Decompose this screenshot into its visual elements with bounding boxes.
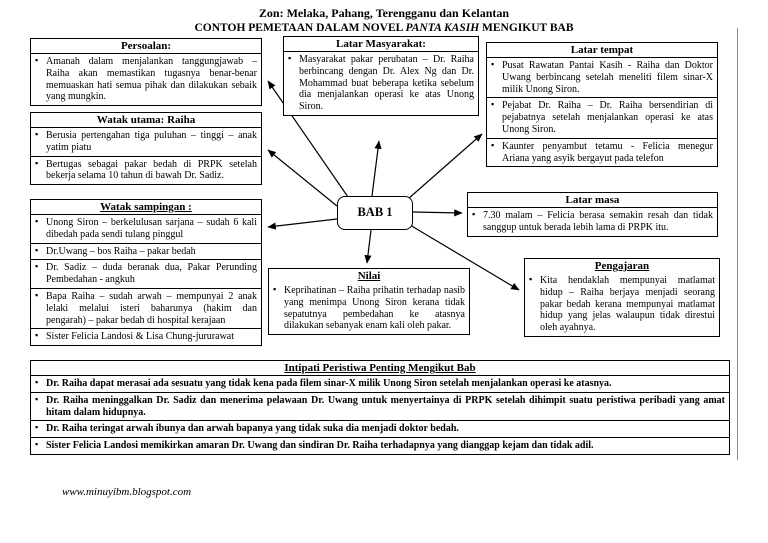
intipati-item: Dr. Raiha dapat merasai ada sesuatu yang… — [31, 376, 729, 392]
watak-utama-box: Watak utama: Raiha Berusia pertengahan t… — [30, 112, 262, 186]
latar-masyarakat-item: Masyarakat pakar perubatan – Dr. Raiha b… — [284, 52, 478, 115]
page-header: Zon: Melaka, Pahang, Terengganu dan Kela… — [0, 6, 768, 34]
latar-masa-title: Latar masa — [468, 193, 717, 208]
nilai-title: Nilai — [357, 270, 381, 282]
persoalan-box: Persoalan: Amanah dalam menjalankan tang… — [30, 38, 262, 107]
latar-tempat-item: Kaunter penyambut tetamu - Felicia meneg… — [487, 137, 717, 167]
persoalan-title: Persoalan: — [31, 39, 261, 54]
intipati-item: Sister Felicia Landosi memikirkan amaran… — [31, 437, 729, 454]
title-suffix: MENGIKUT BAB — [479, 22, 574, 34]
pengajaran-item: Kita hendaklah mempunyai matlamat hidup … — [525, 273, 719, 336]
watak-sampingan-box: Watak sampingan : Unong Siron – berkelul… — [30, 199, 262, 347]
intipati-box: Intipati Peristiwa Penting Mengikut Bab … — [30, 360, 730, 455]
scan-edge-line — [737, 28, 738, 460]
latar-masyarakat-box: Latar Masyarakat: Masyarakat pakar perub… — [283, 36, 479, 116]
nilai-item: Keprihatinan – Raiha prihatin terhadap n… — [269, 283, 469, 334]
latar-tempat-item: Pejabat Dr. Raiha – Dr. Raiha bersendiri… — [487, 97, 717, 137]
watak-sampingan-title: Watak sampingan : — [31, 200, 261, 215]
intipati-item: Dr. Raiha meninggalkan Dr. Sadiz dan men… — [31, 391, 729, 421]
watak-utama-item: Bertugas sebagai pakar bedah di PRPK set… — [31, 155, 261, 185]
latar-tempat-box: Latar tempat Pusat Rawatan Pantai Kasih … — [486, 42, 718, 168]
pengajaran-title: Pengajaran — [594, 260, 650, 272]
latar-masyarakat-title: Latar Masyarakat: — [284, 37, 478, 52]
latar-masa-box: Latar masa 7.30 malam – Felicia berasa s… — [467, 192, 718, 237]
latar-tempat-item: Pusat Rawatan Pantai Kasih - Raiha dan D… — [487, 58, 717, 97]
nilai-box: Nilai Keprihatinan – Raiha prihatin terh… — [268, 268, 470, 336]
pengajaran-box: Pengajaran Kita hendaklah mempunyai matl… — [524, 258, 720, 337]
page-title-main: CONTOH PEMETAAN DALAM NOVEL PANTA KASIH … — [0, 22, 768, 34]
latar-tempat-title: Latar tempat — [487, 43, 717, 58]
watak-sampingan-item: Unong Siron – berkelulusan sarjana – sud… — [31, 215, 261, 243]
latar-masa-item: 7.30 malam – Felicia berasa semakin resa… — [468, 208, 717, 236]
watak-sampingan-item: Dr. Sadiz – duda beranak dua, Pakar Peru… — [31, 259, 261, 288]
title-prefix: CONTOH PEMETAAN DALAM NOVEL — [194, 22, 406, 34]
page-title-zone: Zon: Melaka, Pahang, Terengganu dan Kela… — [258, 6, 510, 20]
intipati-title: Intipati Peristiwa Penting Mengikut Bab — [31, 361, 729, 376]
intipati-item: Dr. Raiha teringat arwah ibunya dan arwa… — [31, 420, 729, 437]
watak-sampingan-item: Bapa Raiha – sudah arwah – mempunyai 2 a… — [31, 287, 261, 328]
center-node-bab1: BAB 1 — [337, 196, 413, 230]
watak-sampingan-item: Dr.Uwang – bos Raiha – pakar bedah — [31, 242, 261, 260]
watak-utama-item: Berusia pertengahan tiga puluhan – tingg… — [31, 128, 261, 156]
footer-url: www.minuyibm.blogspot.com — [62, 486, 192, 498]
persoalan-item: Amanah dalam menjalankan tanggungjawab –… — [31, 54, 261, 105]
title-novel-name: PANTA KASIH — [405, 22, 480, 34]
watak-utama-title: Watak utama: Raiha — [31, 113, 261, 128]
watak-sampingan-item: Sister Felicia Landosi & Lisa Chung-juru… — [31, 328, 261, 345]
